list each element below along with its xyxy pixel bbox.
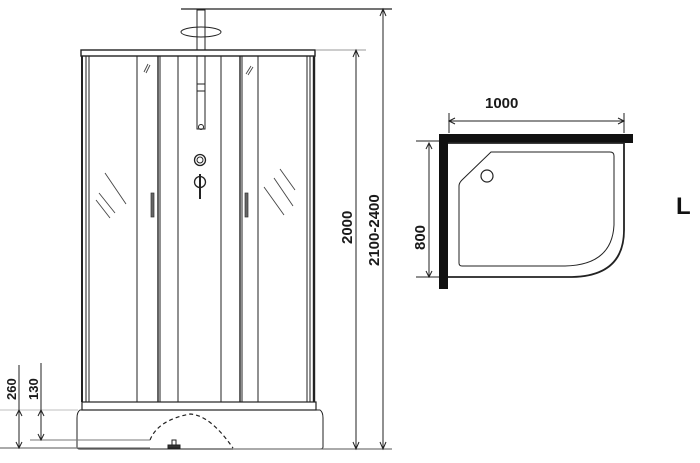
tray-basin — [458, 151, 615, 267]
dim-label-800: 800 — [412, 225, 429, 250]
side-wall — [439, 134, 448, 289]
rain-shower-head-icon — [180, 26, 222, 38]
back-wall — [439, 134, 633, 143]
overhead-pipe — [196, 9, 206, 51]
top-view — [416, 113, 633, 289]
dim-label-260: 260 — [4, 378, 19, 400]
glass-reflection-icon — [95, 63, 296, 219]
orientation-label: L — [676, 193, 691, 220]
drain-icon — [480, 169, 494, 183]
front-elevation — [0, 7, 392, 451]
dim-label-1000: 1000 — [485, 95, 518, 112]
dim-label-130: 130 — [26, 378, 41, 400]
shower-rail — [196, 55, 206, 130]
right-door-handle — [244, 192, 249, 218]
dim-label-2100-2400: 2100-2400 — [366, 194, 383, 266]
cabin-top-frame — [80, 49, 316, 57]
left-door-handle — [150, 192, 155, 218]
tray-outline — [448, 142, 625, 278]
drain-arc — [149, 413, 234, 449]
cabin-bottom-frame — [81, 401, 317, 411]
dim-label-2000: 2000 — [339, 211, 356, 244]
control-knob-icon — [193, 153, 207, 167]
adjustable-foot-base — [167, 444, 181, 449]
adjustable-foot-icon — [171, 439, 177, 446]
